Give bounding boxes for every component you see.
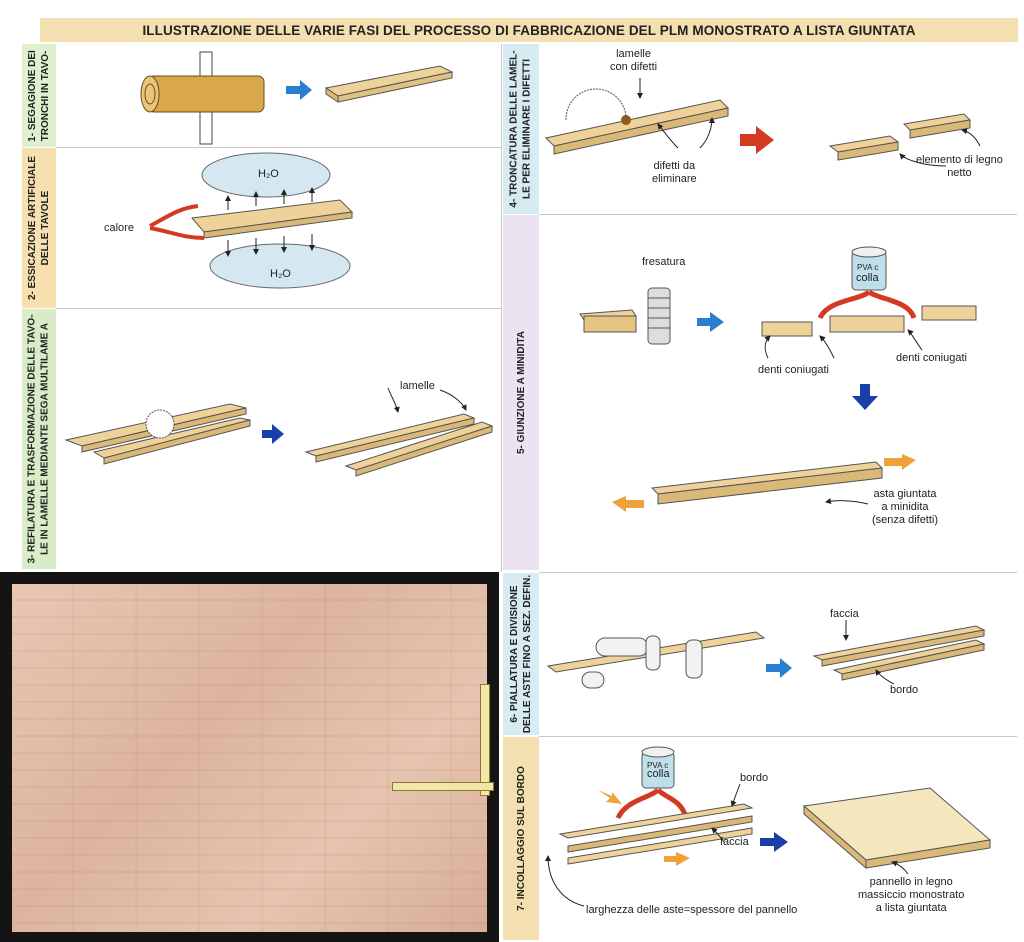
h2o-label-bottom: H₂O [270,268,291,280]
divider [501,44,502,572]
larghezza-label: larghezza delle aste=spessore del pannel… [586,904,798,916]
log-illustration [140,51,265,145]
divider [56,308,501,309]
pva-label: PVA c [857,263,879,272]
faccia-label: faccia [830,608,859,620]
calore-label: calore [104,222,134,234]
glue-can-1 [851,246,887,291]
lamelle-label: lamelle [400,380,435,392]
fresatura-label: fresatura [642,256,686,268]
planing-machine [546,631,766,689]
multiblade-saw-board [64,403,251,465]
orange-arrow-left [612,496,644,512]
faccia-label: faccia [720,836,749,848]
heat-arrow-bottom [149,226,205,240]
page-title: ILLUSTRAZIONE DELLE VARIE FASI DEL PROCE… [40,18,1018,42]
folding-ruler [392,782,494,791]
red-arrow [740,126,774,154]
asta-giuntata-label: asta giuntata a minidita (senza difetti) [872,488,939,526]
divider [539,214,1017,215]
wood-panel-photo [12,584,487,932]
orange-arrow-right [884,454,916,470]
bordo-label: bordo [890,684,919,696]
block-before-milling [579,309,637,333]
divider [539,572,1017,573]
folding-ruler [480,684,490,796]
cutting-lamella [544,88,730,155]
step-3-tab: 3- REFILATURA E TRASFORMAZIONE DELLE TAV… [22,309,56,569]
dark-blue-arrow [760,832,788,852]
blue-arrow [697,312,724,332]
dark-blue-down-arrow [852,384,878,410]
dark-blue-arrow [262,424,284,444]
pva-label: PVA c [647,761,669,770]
elemento-label: elemento di legno netto [916,154,1003,179]
h2o-label-top: H₂O [258,168,279,180]
heat-arrow-top [149,204,199,228]
divided-rods [812,625,986,681]
leader-lines [387,78,981,907]
clean-elements [828,113,972,161]
blue-arrow [286,80,312,100]
cloud-bottom [209,243,351,289]
pannello-label: pannello in legno massiccio monostrato a… [858,876,965,914]
denti-label-left: denti coniugati [758,364,829,376]
divider [539,736,1017,737]
difetti-label: difetti da eliminare [652,160,697,185]
step-7-tab: 7- INCOLLAGGIO SUL BORDO [503,737,539,940]
jointed-rod [650,461,884,505]
glue-can-2 [641,746,675,789]
finished-panel [802,787,992,870]
red-arrow-left [817,289,871,320]
milling-cutter [647,287,671,345]
vapor-arrows [225,187,315,257]
cloud-top [201,152,331,198]
denti-label-right: denti coniugati [896,352,967,364]
board-illustration [324,65,454,103]
step-4-tab: 4- TRONCATURA DELLE LAMEL-LE PER ELIMINA… [503,44,539,214]
step-5-tab: 5- GIUNZIONE A MINIDITA [503,215,539,570]
divider [56,147,501,148]
panel-photo [0,572,499,942]
colla-label: colla [856,272,879,284]
orange-arrow [664,852,690,866]
colla-label: colla [647,768,670,780]
bordo-label: bordo [740,772,769,784]
lamelle-strips [304,413,494,477]
red-arrow-left [615,788,660,820]
drying-board [191,199,354,239]
lamelle-difetti-label: lamelle con difetti [610,48,658,73]
edge-gluing-rods [558,803,754,865]
blue-arrow [766,658,792,678]
red-arrow-right [867,289,917,320]
finger-jointed-pieces [761,305,977,337]
orange-arrow [598,790,622,804]
